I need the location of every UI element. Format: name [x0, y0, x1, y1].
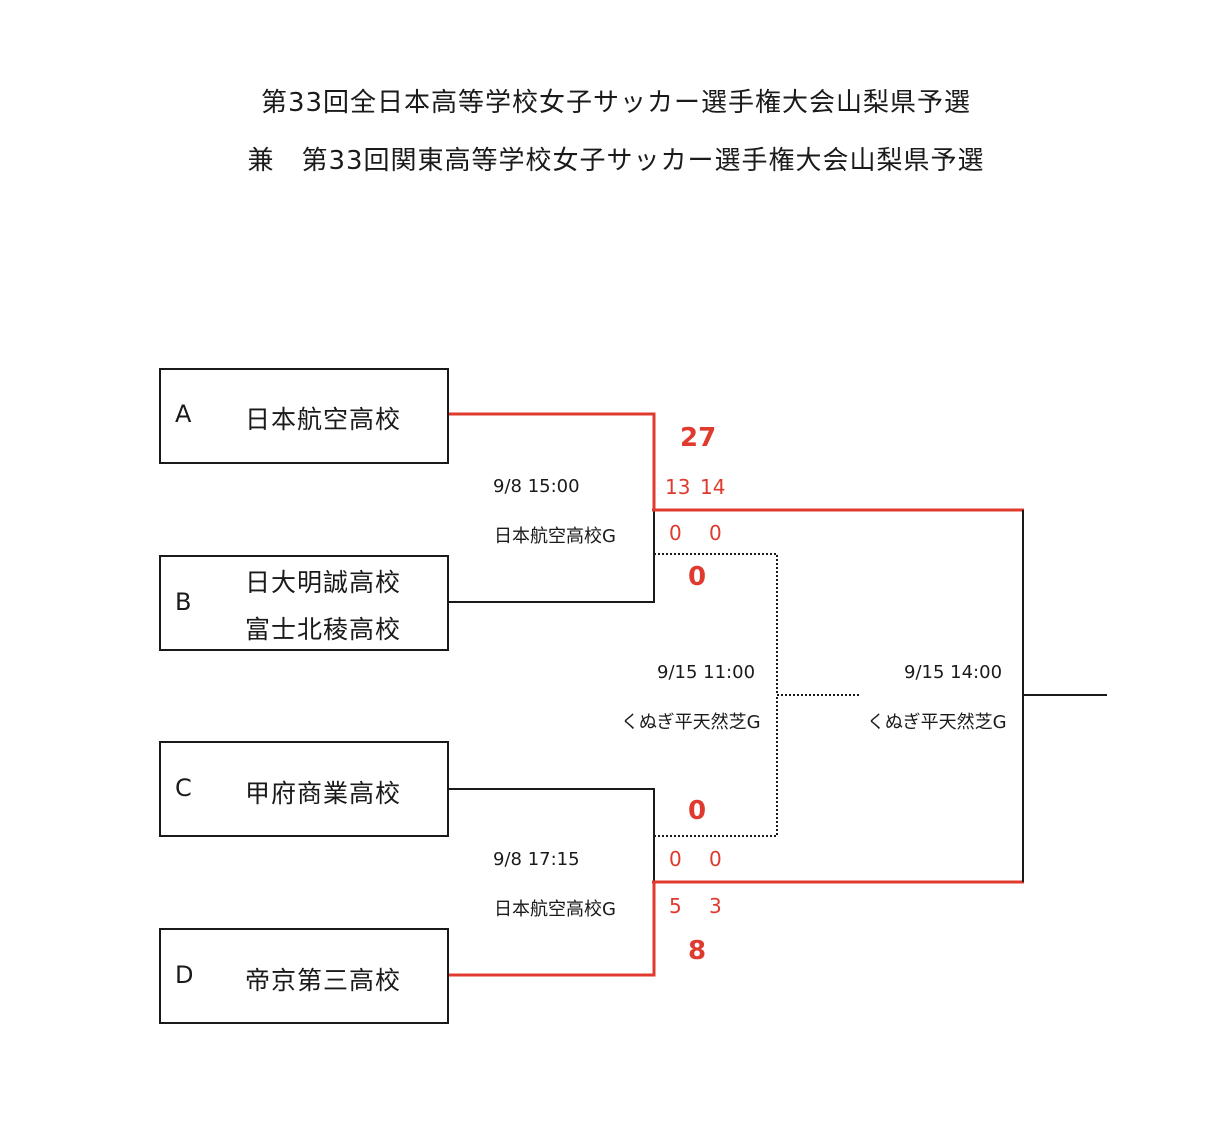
team-name-c: 甲府商業高校 [245, 779, 402, 808]
semi2-bottom-half-2: 3 [709, 894, 722, 918]
team-letter-d: D [175, 961, 194, 989]
semi2-venue: 日本航空高校G [494, 899, 616, 920]
bracket-line-b [447, 510, 655, 603]
team-box-b: B 日大明誠高校 富士北稜高校 [159, 555, 449, 651]
semi2-top-total: 0 [688, 796, 707, 826]
semi2-date: 9/8 17:15 [493, 849, 580, 870]
bracket-line-d [447, 882, 656, 977]
semi1-bottom-half-2: 0 [709, 521, 722, 545]
semi1-venue: 日本航空高校G [494, 526, 616, 547]
third-place-venue: くぬぎ平天然芝G [621, 712, 761, 733]
semi1-bottom-half-1: 0 [669, 521, 682, 545]
third-place-line-top [654, 553, 778, 695]
semi1-bottom-total: 0 [688, 562, 707, 592]
team-box-d: D 帝京第三高校 [159, 928, 449, 1024]
team-letter-a: A [175, 400, 192, 428]
team-box-c: C 甲府商業高校 [159, 741, 449, 837]
team-box-a: A 日本航空高校 [159, 368, 449, 464]
semi2-bottom-half-1: 5 [669, 894, 682, 918]
team-name-b-2: 富士北稜高校 [245, 615, 402, 644]
third-place-line-bottom [654, 695, 778, 837]
team-name-b-1: 日大明誠高校 [245, 568, 402, 597]
semi1-date: 9/8 15:00 [493, 476, 580, 497]
title-line-1: 第33回全日本高等学校女子サッカー選手権大会山梨県予選 [260, 88, 972, 118]
bracket-line-a [447, 412, 656, 510]
semi1-top-half-1: 13 [665, 475, 691, 499]
bracket-line-c [447, 788, 655, 882]
title-line-2: 兼 第33回関東高等学校女子サッカー選手権大会山梨県予選 [247, 146, 985, 176]
team-letter-c: C [175, 774, 192, 802]
semi2-top-half-1: 0 [669, 847, 682, 871]
semi2-top-half-2: 0 [709, 847, 722, 871]
third-place-date: 9/15 11:00 [657, 662, 756, 683]
team-letter-b: B [175, 588, 192, 616]
final-venue: くぬぎ平天然芝G [867, 712, 1007, 733]
team-name-d: 帝京第三高校 [245, 966, 402, 995]
semi1-top-total: 27 [680, 423, 717, 453]
final-date: 9/15 14:00 [904, 662, 1003, 683]
team-name-a: 日本航空高校 [245, 405, 402, 434]
semi1-top-half-2: 14 [700, 475, 726, 499]
semi2-bottom-total: 8 [688, 936, 707, 966]
